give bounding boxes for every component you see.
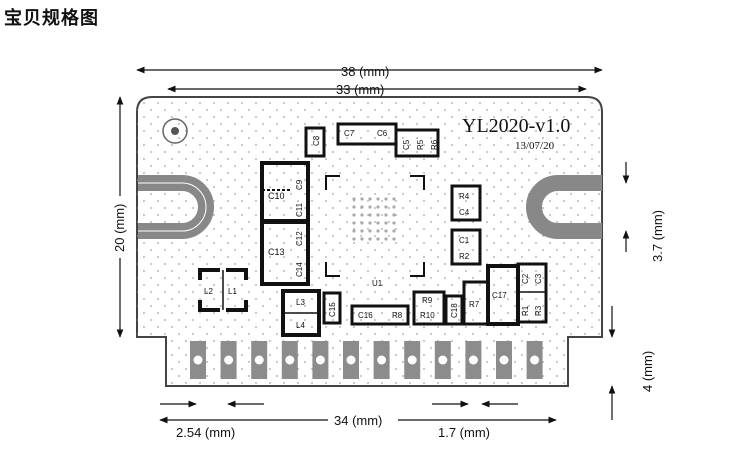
svg-text:C8: C8 bbox=[312, 135, 321, 146]
svg-text:33 (mm): 33 (mm) bbox=[336, 82, 384, 97]
svg-text:R10: R10 bbox=[420, 311, 435, 320]
svg-text:L1: L1 bbox=[228, 287, 237, 296]
mounting-hole bbox=[162, 118, 188, 144]
edge-pad-via bbox=[407, 355, 417, 365]
component-c1-r2: C1 R2 bbox=[450, 228, 482, 266]
svg-text:C15: C15 bbox=[328, 302, 337, 317]
svg-text:C11: C11 bbox=[295, 202, 304, 217]
svg-text:C10: C10 bbox=[268, 191, 285, 201]
component-l2-l1: L2 L1 bbox=[198, 268, 248, 312]
svg-text:R7: R7 bbox=[469, 300, 480, 309]
component-r4-c4: R4 C4 bbox=[450, 184, 482, 222]
component-l3-l4: L3 L4 bbox=[281, 289, 321, 337]
component-c16-r8: C16 R8 bbox=[350, 304, 410, 326]
svg-text:R2: R2 bbox=[459, 252, 470, 261]
svg-text:34 (mm): 34 (mm) bbox=[334, 413, 382, 428]
dim-pads: 4 (mm) bbox=[608, 306, 655, 420]
component-c12-c13-c14: C13 C12 C14 bbox=[260, 220, 310, 286]
edge-pad-via bbox=[438, 355, 448, 365]
svg-text:C3: C3 bbox=[534, 273, 543, 284]
svg-text:C12: C12 bbox=[295, 231, 304, 246]
svg-text:38 (mm): 38 (mm) bbox=[341, 64, 389, 79]
edge-pad-via bbox=[285, 355, 295, 365]
svg-text:C17: C17 bbox=[492, 291, 507, 300]
component-r9-r10: R9 R10 bbox=[412, 290, 446, 326]
component-c18: C18 bbox=[444, 294, 464, 326]
dim-height: 20 (mm) bbox=[110, 96, 130, 338]
edge-pad-via bbox=[224, 355, 234, 365]
svg-text:C2: C2 bbox=[521, 273, 530, 284]
svg-text:C16: C16 bbox=[358, 311, 373, 320]
edge-pad-via bbox=[346, 355, 356, 365]
edge-pad-via bbox=[193, 355, 203, 365]
dim-width-outer: 38 (mm) bbox=[136, 64, 603, 79]
svg-text:C9: C9 bbox=[295, 179, 304, 190]
chip-u1: U1 bbox=[325, 175, 425, 288]
svg-text:L2: L2 bbox=[204, 287, 213, 296]
component-c15: C15 bbox=[322, 291, 342, 325]
board-name: YL2020-v1.0 bbox=[462, 115, 570, 137]
dim-pad-gap: 1.7 (mm) bbox=[432, 400, 518, 440]
svg-text:4 (mm): 4 (mm) bbox=[640, 351, 655, 392]
right-slot bbox=[526, 175, 602, 239]
svg-text:C6: C6 bbox=[377, 129, 388, 138]
component-c5-r5-r6: C5 R5 R6 bbox=[394, 128, 440, 158]
svg-text:2.54 (mm): 2.54 (mm) bbox=[176, 425, 235, 440]
edge-pad-via bbox=[499, 355, 509, 365]
board-date: 13/07/20 bbox=[515, 140, 555, 152]
svg-text:R9: R9 bbox=[422, 296, 433, 305]
svg-text:L4: L4 bbox=[296, 321, 305, 330]
left-slot bbox=[138, 175, 214, 239]
svg-text:L3: L3 bbox=[296, 298, 305, 307]
component-c2-c3-r1-r3: C2 C3 R1 R3 bbox=[516, 262, 548, 324]
page-title: 宝贝规格图 bbox=[4, 8, 99, 29]
svg-text:C13: C13 bbox=[268, 247, 285, 257]
svg-text:3.7 (mm): 3.7 (mm) bbox=[650, 210, 665, 262]
svg-text:C1: C1 bbox=[459, 236, 470, 245]
dim-width-inner: 33 (mm) bbox=[167, 82, 587, 97]
edge-pads bbox=[190, 341, 543, 379]
edge-pad-via bbox=[315, 355, 325, 365]
edge-pad-via bbox=[254, 355, 264, 365]
edge-pad-via bbox=[530, 355, 540, 365]
dim-pad-span: 34 (mm) bbox=[159, 410, 557, 428]
svg-text:R8: R8 bbox=[392, 311, 403, 320]
dim-slot: 3.7 (mm) bbox=[622, 162, 665, 262]
svg-text:R6: R6 bbox=[430, 139, 439, 150]
svg-text:R1: R1 bbox=[521, 305, 530, 316]
svg-text:20 (mm): 20 (mm) bbox=[112, 204, 127, 252]
svg-text:1.7 (mm): 1.7 (mm) bbox=[438, 425, 490, 440]
dim-pitch: 2.54 (mm) bbox=[160, 400, 264, 440]
svg-text:C7: C7 bbox=[344, 129, 355, 138]
chip-label: U1 bbox=[372, 279, 383, 288]
svg-text:R3: R3 bbox=[534, 305, 543, 316]
svg-text:C4: C4 bbox=[459, 208, 470, 217]
svg-text:C5: C5 bbox=[402, 139, 411, 150]
edge-pad-via bbox=[377, 355, 387, 365]
svg-text:C18: C18 bbox=[450, 303, 459, 318]
svg-text:C14: C14 bbox=[295, 262, 304, 277]
svg-text:R4: R4 bbox=[459, 192, 470, 201]
component-c8: C8 bbox=[304, 126, 326, 158]
svg-text:R5: R5 bbox=[416, 139, 425, 150]
edge-pad-via bbox=[468, 355, 478, 365]
